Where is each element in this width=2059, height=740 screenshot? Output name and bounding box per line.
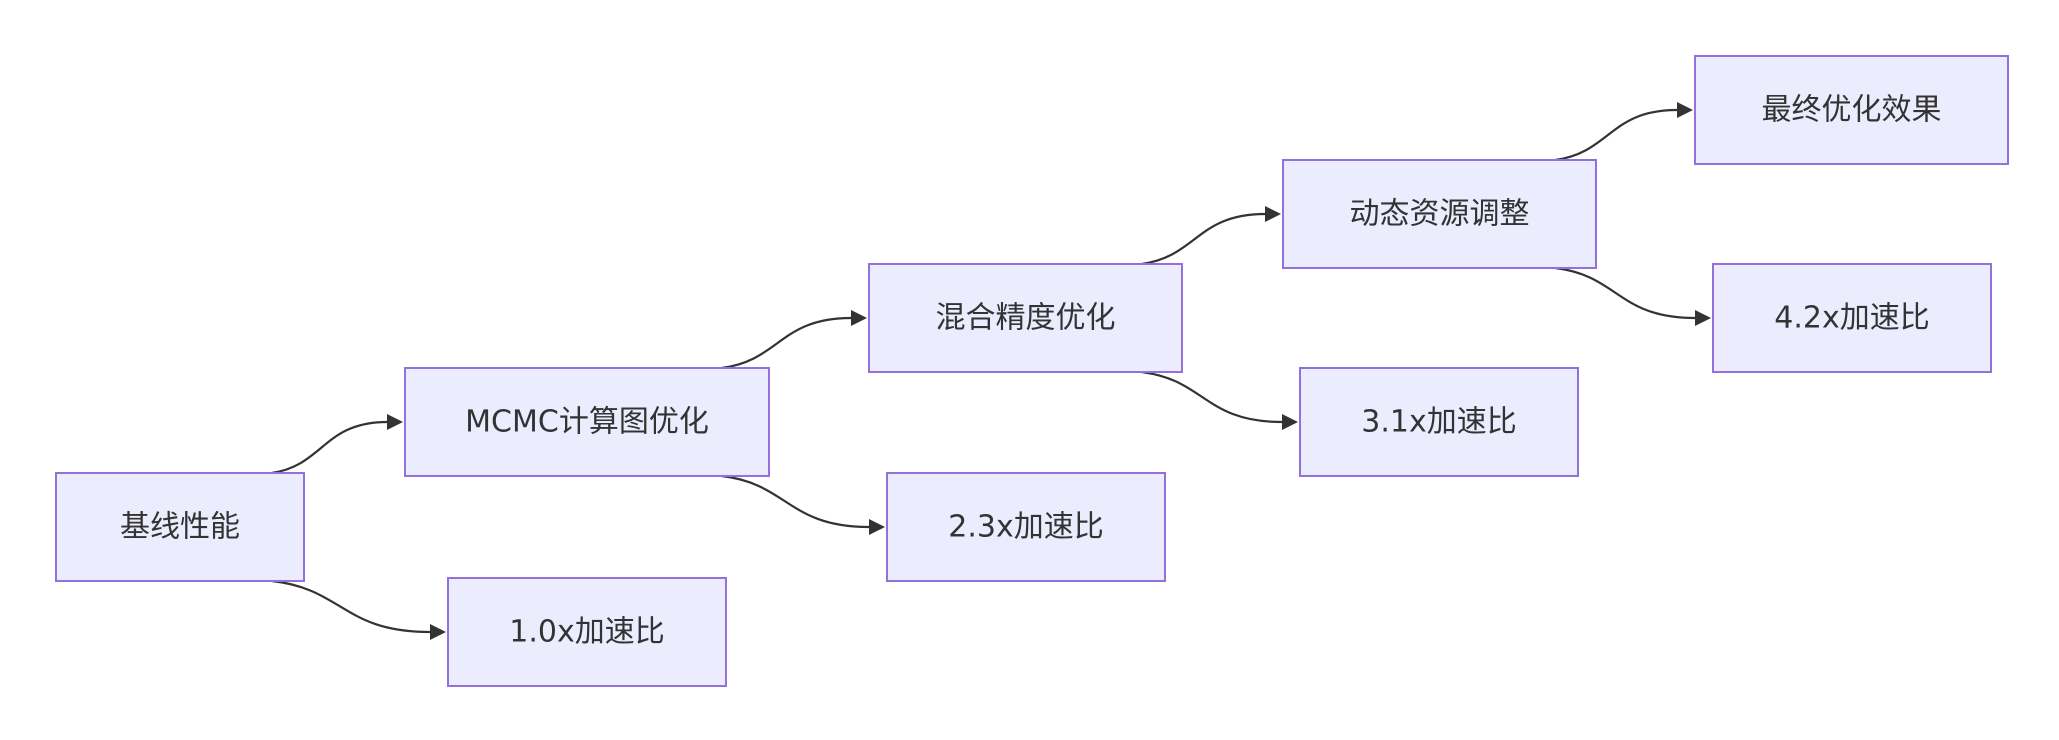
node-label-speedup42: 4.2x加速比 — [1774, 301, 1929, 336]
edge-dynamic-to-final — [1555, 108, 1678, 162]
node-label-mixed: 混合精度优化 — [936, 301, 1116, 336]
edges-layer — [271, 102, 1711, 640]
node-label-final: 最终优化效果 — [1762, 93, 1942, 128]
node-box-mcmc — [404, 367, 770, 477]
node-baseline: 基线性能 — [55, 472, 305, 582]
node-box-speedup42 — [1712, 263, 1992, 373]
arrowhead-dynamic-to-final — [1677, 102, 1693, 118]
node-label-speedup10: 1.0x加速比 — [509, 615, 664, 650]
node-final: 最终优化效果 — [1694, 55, 2009, 165]
node-speedup23: 2.3x加速比 — [886, 472, 1166, 582]
node-label-speedup31: 3.1x加速比 — [1361, 405, 1516, 440]
node-dynamic: 动态资源调整 — [1282, 159, 1597, 269]
arrowhead-dynamic-to-speedup42 — [1695, 310, 1711, 326]
edge-mcmc-to-speedup23 — [721, 474, 870, 529]
node-label-speedup23: 2.3x加速比 — [948, 510, 1103, 545]
edge-mixed-to-speedup31 — [1141, 370, 1283, 424]
edge-mixed-to-dynamic — [1141, 212, 1266, 266]
node-box-mixed — [868, 263, 1183, 373]
edge-mcmc-to-mixed — [721, 316, 852, 370]
node-box-dynamic — [1282, 159, 1597, 269]
node-speedup42: 4.2x加速比 — [1712, 263, 1992, 373]
node-box-baseline — [55, 472, 305, 582]
arrowhead-mixed-to-speedup31 — [1282, 414, 1298, 430]
node-mcmc: MCMC计算图优化 — [404, 367, 770, 477]
node-speedup10: 1.0x加速比 — [447, 577, 727, 687]
node-box-speedup23 — [886, 472, 1166, 582]
node-label-dynamic: 动态资源调整 — [1350, 197, 1530, 232]
arrowhead-mcmc-to-mixed — [851, 310, 867, 326]
node-box-speedup31 — [1299, 367, 1579, 477]
arrowhead-baseline-to-speedup10 — [430, 624, 446, 640]
edge-dynamic-to-speedup42 — [1555, 266, 1696, 320]
node-box-final — [1694, 55, 2009, 165]
arrowhead-mixed-to-dynamic — [1265, 206, 1281, 222]
arrowhead-baseline-to-mcmc — [387, 414, 403, 430]
edge-baseline-to-mcmc — [271, 420, 388, 475]
node-speedup31: 3.1x加速比 — [1299, 367, 1579, 477]
node-box-speedup10 — [447, 577, 727, 687]
node-label-mcmc: MCMC计算图优化 — [465, 405, 709, 440]
edge-baseline-to-speedup10 — [271, 579, 431, 634]
arrowhead-mcmc-to-speedup23 — [869, 519, 885, 535]
node-mixed: 混合精度优化 — [868, 263, 1183, 373]
node-label-baseline: 基线性能 — [120, 510, 240, 545]
